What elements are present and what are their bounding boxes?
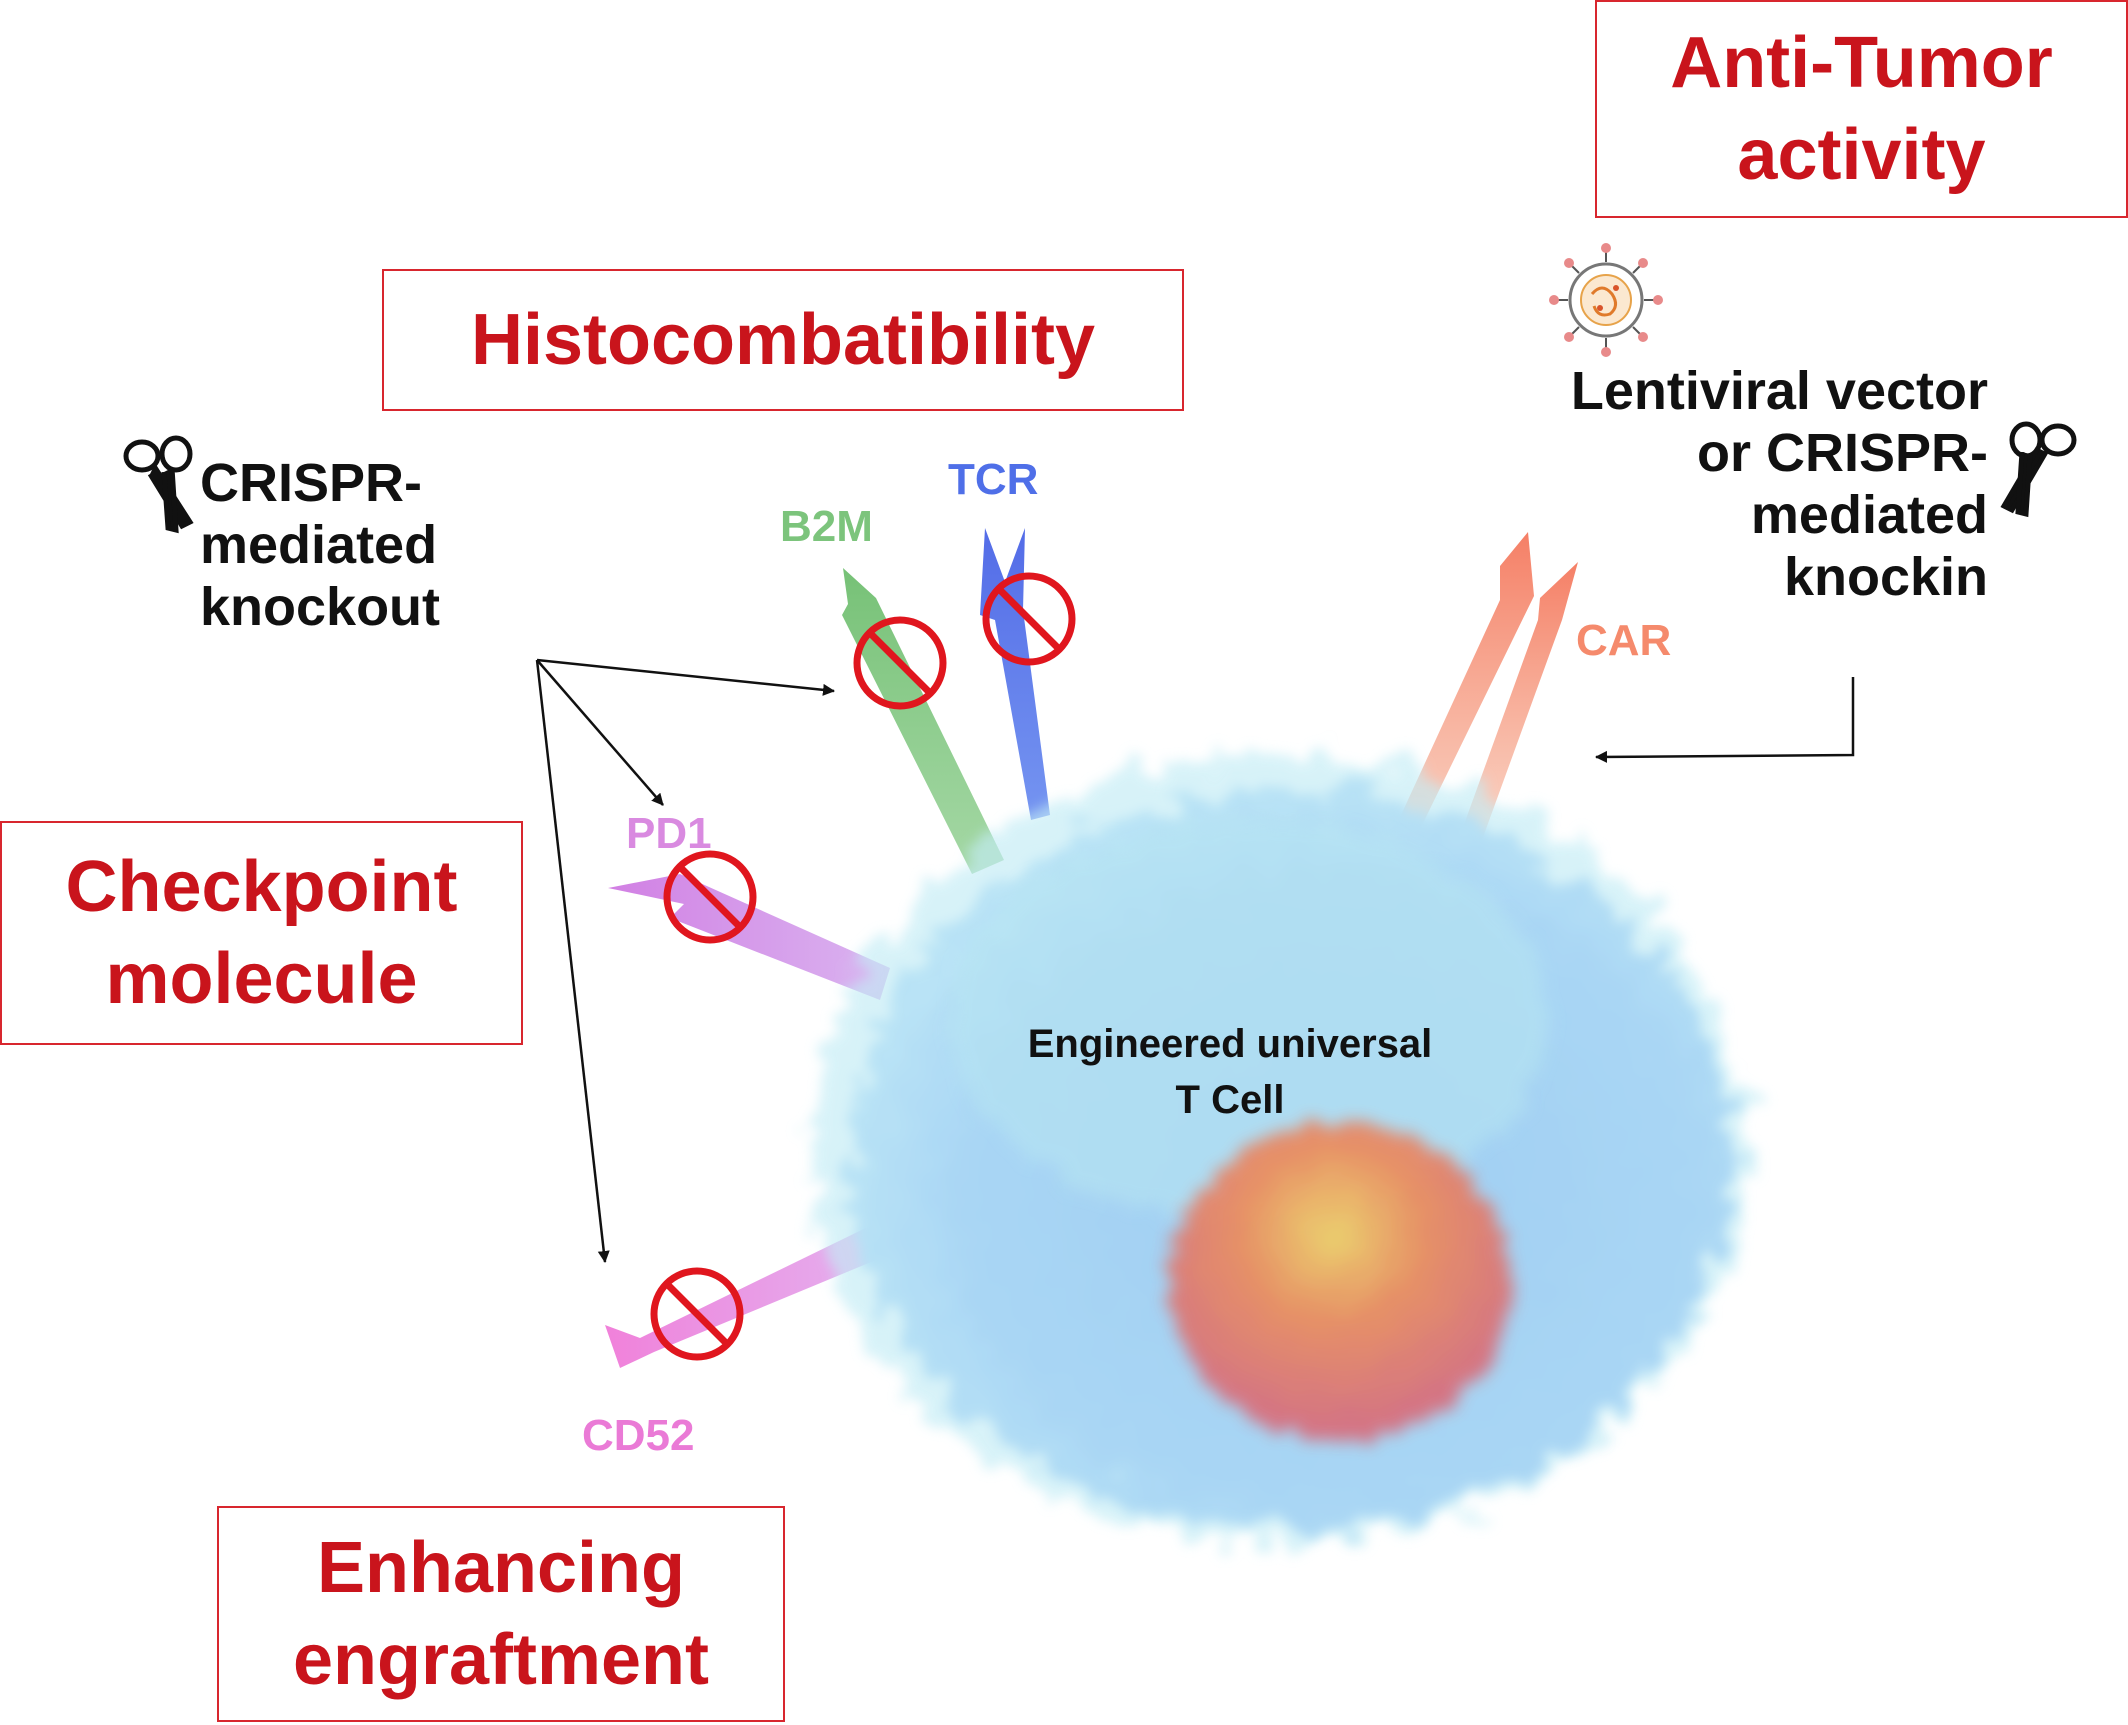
cd52-label: CD52 — [582, 1411, 695, 1460]
cell-label: Engineered universal T Cell — [1027, 1022, 1433, 1122]
knockin-arrow — [1595, 677, 1855, 763]
crispr-knockout-label: CRISPR- mediated knockout — [200, 453, 441, 637]
no-symbol-icon — [663, 850, 757, 944]
checkpoint-box: Checkpoint molecule — [0, 821, 523, 1045]
scissors-icon — [123, 435, 194, 534]
pd1-receptor — [608, 874, 890, 1000]
no-symbol-icon — [853, 616, 947, 710]
nucleus — [1170, 1122, 1510, 1442]
tcr-receptor — [980, 528, 1050, 820]
engraftment-title: Enhancing engraftment — [292, 1528, 710, 1700]
virus-icon — [1549, 243, 1663, 357]
car-label: CAR — [1576, 616, 1672, 665]
b2m-receptor — [842, 568, 1004, 874]
histocompatibility-title: Histocombatibility — [470, 300, 1096, 380]
scissors-icon — [2000, 421, 2077, 518]
b2m-label: B2M — [780, 502, 873, 551]
pd1-label: PD1 — [626, 809, 712, 858]
no-symbol-icon — [650, 1267, 744, 1361]
no-symbol-icon — [982, 572, 1076, 666]
checkpoint-title: Checkpoint molecule — [65, 847, 458, 1019]
anti-tumor-box: Anti-Tumor activity — [1595, 0, 2128, 218]
engraftment-box: Enhancing engraftment — [217, 1506, 785, 1722]
histocompatibility-box: Histocombatibility — [382, 269, 1184, 411]
lentiviral-knockin-label: Lentiviral vector or CRISPR- mediated kn… — [1570, 361, 1988, 607]
cd52-receptor — [605, 1222, 888, 1368]
tcr-label: TCR — [948, 455, 1039, 504]
knockout-arrows — [535, 658, 835, 1263]
anti-tumor-title: Anti-Tumor activity — [1670, 23, 2053, 195]
